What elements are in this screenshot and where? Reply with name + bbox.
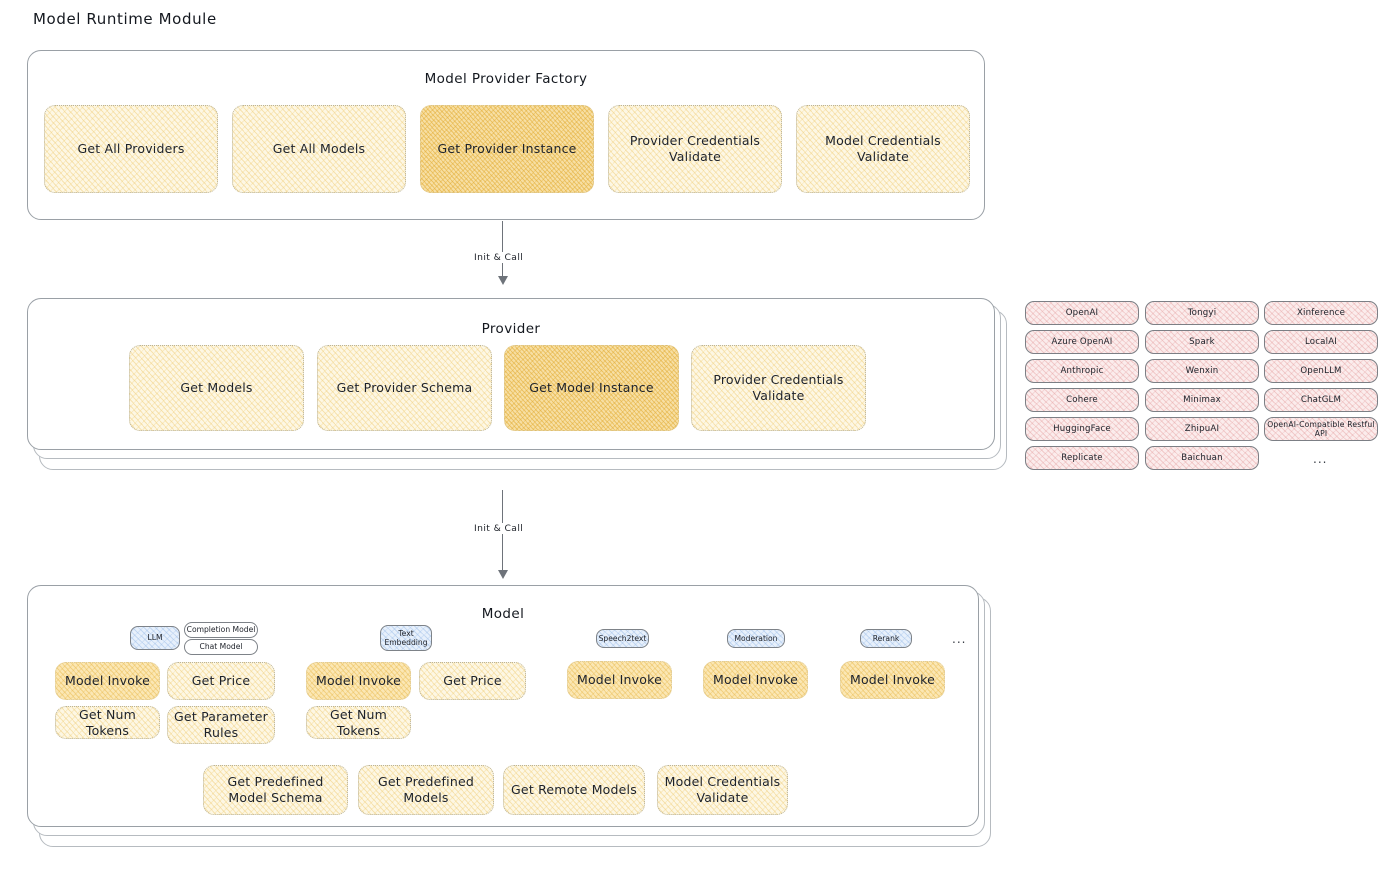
factory-method-model-credentials-validate[interactable]: Model Credentials Validate <box>796 105 970 193</box>
provider-chip-minimax[interactable]: Minimax <box>1145 388 1259 412</box>
model-method-moderation-model-invoke[interactable]: Model Invoke <box>703 661 808 699</box>
model-method-embedding-get-num-tokens[interactable]: Get Num Tokens <box>306 706 411 739</box>
model-common-method-get-predefined-model-schema[interactable]: Get Predefined Model Schema <box>203 765 348 815</box>
factory-method-provider-credentials-validate[interactable]: Provider Credentials Validate <box>608 105 782 193</box>
factory-method-get-all-models[interactable]: Get All Models <box>232 105 406 193</box>
provider-chip-replicate[interactable]: Replicate <box>1025 446 1139 470</box>
provider-method-provider-credentials-validate[interactable]: Provider Credentials Validate <box>691 345 866 431</box>
page-title: Model Runtime Module <box>33 10 217 28</box>
provider-chip-baichuan[interactable]: Baichuan <box>1145 446 1259 470</box>
provider-chip-anthropic[interactable]: Anthropic <box>1025 359 1139 383</box>
model-method-llm-model-invoke[interactable]: Model Invoke <box>55 662 160 700</box>
provider-chip-zhipuai[interactable]: ZhipuAI <box>1145 417 1259 441</box>
provider-chip-azure-openai[interactable]: Azure OpenAI <box>1025 330 1139 354</box>
model-subtype-completion-model[interactable]: Completion Model <box>184 622 258 638</box>
provider-method-get-models[interactable]: Get Models <box>129 345 304 431</box>
model-common-method-get-remote-models[interactable]: Get Remote Models <box>503 765 645 815</box>
arrow-provider-to-model-head <box>498 570 508 579</box>
provider-title: Provider <box>481 321 541 337</box>
model-common-method-model-credentials-validate[interactable]: Model Credentials Validate <box>657 765 788 815</box>
provider-list-ellipsis: ... <box>1313 452 1328 466</box>
model-method-speech2text-model-invoke[interactable]: Model Invoke <box>567 661 672 699</box>
model-method-rerank-model-invoke[interactable]: Model Invoke <box>840 661 945 699</box>
factory-method-get-provider-instance[interactable]: Get Provider Instance <box>420 105 594 193</box>
factory-method-get-all-providers[interactable]: Get All Providers <box>44 105 218 193</box>
provider-chip-openllm[interactable]: OpenLLM <box>1264 359 1378 383</box>
provider-method-get-model-instance[interactable]: Get Model Instance <box>504 345 679 431</box>
model-title: Model <box>481 606 525 622</box>
provider-chip-tongyi[interactable]: Tongyi <box>1145 301 1259 325</box>
model-types-ellipsis: ... <box>952 632 967 646</box>
arrow-factory-to-provider-head <box>498 276 508 285</box>
model-common-method-get-predefined-models[interactable]: Get Predefined Models <box>358 765 494 815</box>
model-method-llm-get-num-tokens[interactable]: Get Num Tokens <box>55 706 160 739</box>
model-type-tag-llm[interactable]: LLM <box>130 626 180 650</box>
model-method-embedding-get-price[interactable]: Get Price <box>419 662 526 700</box>
arrow-provider-to-model-label: Init & Call <box>470 523 528 534</box>
model-provider-factory-title: Model Provider Factory <box>424 71 588 87</box>
provider-chip-openai[interactable]: OpenAI <box>1025 301 1139 325</box>
model-method-llm-get-parameter-rules[interactable]: Get Parameter Rules <box>167 706 275 744</box>
arrow-factory-to-provider-label: Init & Call <box>470 252 528 263</box>
provider-chip-wenxin[interactable]: Wenxin <box>1145 359 1259 383</box>
model-type-tag-moderation[interactable]: Moderation <box>727 629 785 648</box>
provider-chip-huggingface[interactable]: HuggingFace <box>1025 417 1139 441</box>
provider-chip-localai[interactable]: LocalAI <box>1264 330 1378 354</box>
provider-chip-openai-compatible-restful-api[interactable]: OpenAI-Compatible Restful API <box>1264 417 1378 441</box>
provider-chip-xinference[interactable]: Xinference <box>1264 301 1378 325</box>
model-subtype-chat-model[interactable]: Chat Model <box>184 639 258 655</box>
model-type-tag-text-embedding[interactable]: Text Embedding <box>380 625 432 651</box>
provider-chip-cohere[interactable]: Cohere <box>1025 388 1139 412</box>
model-method-embedding-model-invoke[interactable]: Model Invoke <box>306 662 411 700</box>
provider-chip-spark[interactable]: Spark <box>1145 330 1259 354</box>
provider-method-get-provider-schema[interactable]: Get Provider Schema <box>317 345 492 431</box>
model-type-tag-speech2text[interactable]: Speech2text <box>596 629 649 648</box>
model-type-tag-rerank[interactable]: Rerank <box>860 629 912 648</box>
provider-chip-chatglm[interactable]: ChatGLM <box>1264 388 1378 412</box>
model-method-llm-get-price[interactable]: Get Price <box>167 662 275 700</box>
